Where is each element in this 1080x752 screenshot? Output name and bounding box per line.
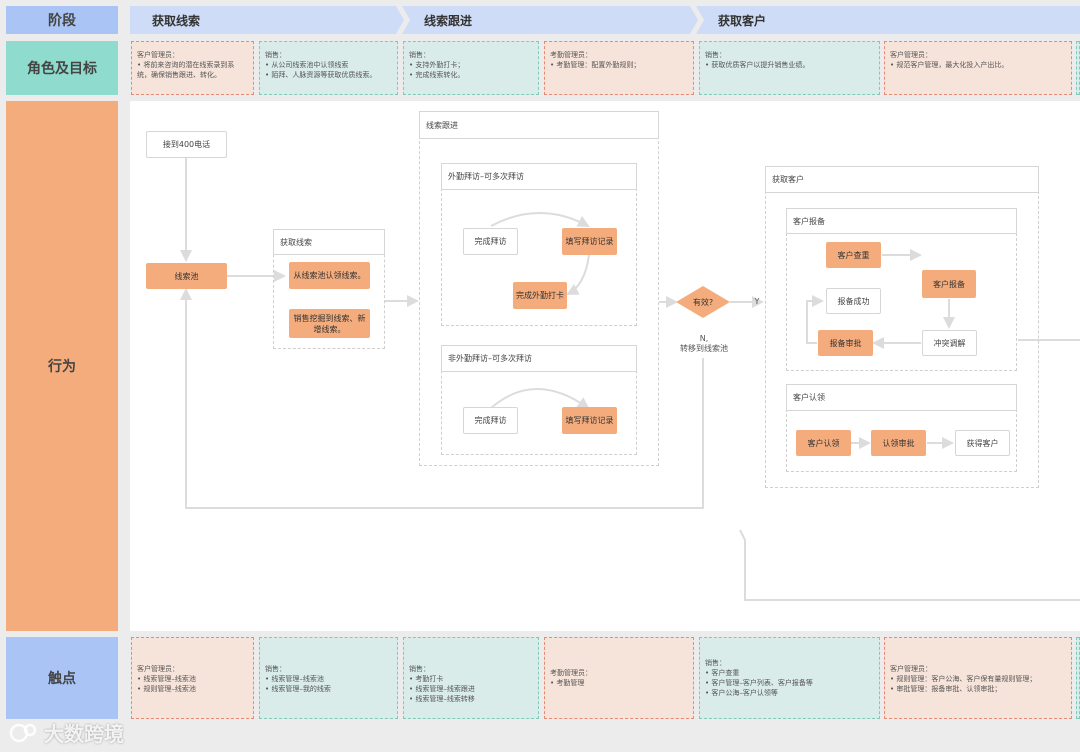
label-no-transfer: 转移到线索池 [680,344,728,353]
touch-card-title: 考勤管理员： [550,669,592,677]
role-card-1: 客户管理员： 将前来咨询的潜在线索录到系统，确保销售跟进、转化。 [131,41,254,95]
group-nonfield-visit-title: 非外勤拜访–可多次拜访 [441,345,637,372]
touch-card-item: 审批管理：报备审批、认领审批； [890,684,1066,694]
role-card-title: 销售： [265,51,286,59]
node-conflict-mediation[interactable]: 冲突调解 [922,330,977,356]
touch-card-title: 客户管理员： [137,665,179,673]
touch-card-item: 线索管理–线索池 [265,674,392,684]
node-report-approval[interactable]: 报备审批 [818,330,873,356]
touch-card-title: 销售： [265,665,286,673]
lane-label-role: 角色及目标 [6,41,118,95]
node-lead-pool[interactable]: 线索池 [146,263,227,289]
touch-card-title: 销售： [705,659,726,667]
touch-card-item: 客户公海–客户认领等 [705,688,874,698]
touch-card-4: 考勤管理员： 考勤管理 [544,637,694,719]
node-fill-visit-record[interactable]: 填写拜访记录 [562,228,617,255]
node-incoming-call[interactable]: 接到400电话 [146,131,227,158]
group-get-customer-title: 获取客户 [765,166,1039,193]
label-no: N, [699,334,709,343]
stage-chevron-1: 获取线索 [130,6,404,34]
group-obtain-lead-title: 获取线索 [273,229,385,255]
role-card-item: 陌拜、人脉资源等获取优质线索。 [265,70,392,80]
group-customer-claim-title: 客户认领 [786,384,1017,411]
role-card-item: 从公司线索池中认领线索 [265,60,392,70]
touch-card-3: 销售： 考勤打卡 线索管理–线索跟进 线索管理–线索转移 [403,637,539,719]
touch-card-item: 考勤打卡 [409,674,533,684]
stage-label: 获取线索 [152,13,201,28]
role-card-title: 客户管理员： [137,51,179,59]
role-card-3: 销售： 支持外勤打卡； 完成线索转化。 [403,41,539,95]
touch-card-item: 规则管理：客户公海、客户保有量规则管理； [890,674,1066,684]
watermark: 大数跨境 [8,718,124,747]
role-card-2: 销售： 从公司线索池中认领线索 陌拜、人脉资源等获取优质线索。 [259,41,398,95]
touch-card-item: 客户管理–客户列表、客户报备等 [705,678,874,688]
lane-label-action: 行为 [6,101,118,631]
role-card-title: 销售： [705,51,726,59]
node-got-customer[interactable]: 获得客户 [955,430,1010,456]
decision-valid-diamond[interactable] [676,286,730,318]
role-card-item: 将前来咨询的潜在线索录到系统，确保销售跟进、转化。 [137,60,248,80]
node-claim-approval[interactable]: 认领审批 [871,430,926,456]
node-customer-dedupe[interactable]: 客户查重 [826,242,881,268]
node-visit-done-2[interactable]: 完成拜访 [463,407,518,434]
stage-chevron-2: 线索跟进 [402,6,698,34]
role-card-4: 考勤管理员： 考勤管理：配置外勤规则； [544,41,694,95]
touch-card-1: 客户管理员： 线索管理–线索池 规则管理–线索池 [131,637,254,719]
group-lead-followup-title: 线索跟进 [419,111,659,139]
stage-label: 线索跟进 [424,13,473,28]
role-card-item: 支持外勤打卡； [409,60,533,70]
touch-card-item: 线索管理–我的线索 [265,684,392,694]
touch-card-item: 考勤管理 [550,678,688,688]
node-customer-claim[interactable]: 客户认领 [796,430,851,456]
role-card-title: 客户管理员： [890,51,932,59]
node-field-checkin[interactable]: 完成外勤打卡 [513,282,567,309]
touch-card-6: 客户管理员： 规则管理：客户公海、客户保有量规则管理； 审批管理：报备审批、认领… [884,637,1072,719]
role-card-item: 完成线索转化。 [409,70,533,80]
node-claim-from-pool[interactable]: 从线索池认领线索。 [289,262,370,289]
role-card-item: 规范客户管理，最大化投入产出比。 [890,60,1066,70]
group-customer-report-title: 客户报备 [786,208,1017,234]
touch-card-item: 线索管理–线索跟进 [409,684,533,694]
touch-card-item: 线索管理–线索池 [137,674,248,684]
label-yes: Y [754,297,760,306]
node-visit-done[interactable]: 完成拜访 [463,228,518,255]
node-fill-visit-record-2[interactable]: 填写拜访记录 [562,407,617,434]
touch-card-title: 客户管理员： [890,665,932,673]
watermark-logo-icon [9,723,37,742]
role-card-title: 考勤管理员： [550,51,592,59]
touch-card-title: 销售： [409,665,430,673]
node-sales-found-lead[interactable]: 销售挖掘到线索、新增线索。 [289,309,370,338]
role-card-title: 销售： [409,51,430,59]
node-customer-report[interactable]: 客户报备 [922,270,976,298]
touch-card-item: 线索管理–线索转移 [409,694,533,704]
role-card-5: 销售： 获取优质客户以提升销售业绩。 [699,41,880,95]
stage-chevron-3: 获取客户 [696,6,1080,34]
role-card-item: 考勤管理：配置外勤规则； [550,60,688,70]
touch-card-2: 销售： 线索管理–线索池 线索管理–我的线索 [259,637,398,719]
decision-valid-label: 有效? [692,297,714,307]
touch-card-5: 销售： 客户查重 客户管理–客户列表、客户报备等 客户公海–客户认领等 [699,637,880,719]
lane-label-touch: 触点 [6,637,118,719]
role-card-item: 获取优质客户以提升销售业绩。 [705,60,874,70]
touch-card-item: 规则管理–线索池 [137,684,248,694]
node-report-success[interactable]: 报备成功 [826,288,881,314]
stage-label: 获取客户 [718,13,767,28]
touch-card-item: 客户查重 [705,668,874,678]
watermark-text: 大数跨境 [44,722,124,746]
lane-label-stage: 阶段 [6,6,118,34]
role-card-6: 客户管理员： 规范客户管理，最大化投入产出比。 [884,41,1072,95]
group-field-visit-title: 外勤拜访–可多次拜访 [441,163,637,190]
